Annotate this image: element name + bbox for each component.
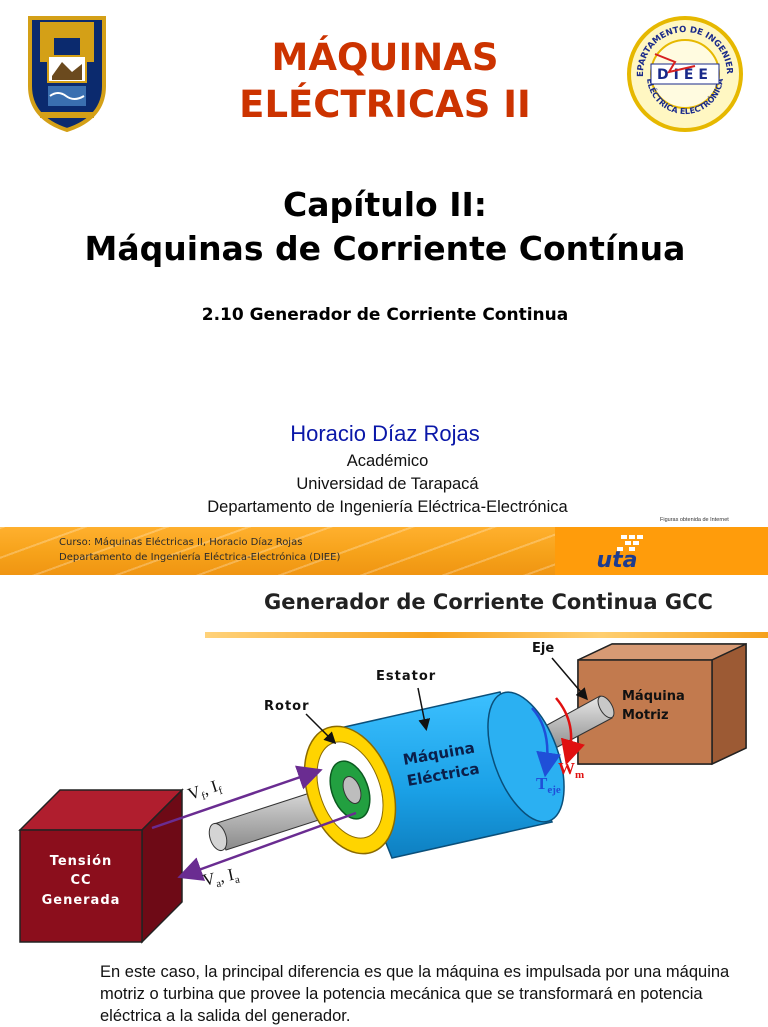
eje-label: Eje: [532, 641, 554, 656]
uta-logo: uta: [596, 535, 643, 571]
chapter-line1: Capítulo II:: [283, 185, 487, 224]
uta-logo-text: uta: [596, 548, 637, 571]
rotor-label: Rotor: [264, 699, 310, 714]
image-credit: Figuras obtenida de Internet: [660, 517, 729, 523]
course-title-line2: ELÉCTRICAS II: [239, 83, 531, 126]
wm-rotation-arrow: [555, 697, 585, 766]
estator-label: Estator: [376, 669, 436, 684]
footer-decoration: [0, 527, 555, 575]
explanation-paragraph: En este caso, la principal diferencia es…: [100, 963, 730, 1025]
slide2-title: Generador de Corriente Continua GCC: [264, 590, 713, 614]
maquina-motriz-box: [577, 642, 747, 766]
course-title-line1: MÁQUINAS: [271, 36, 499, 79]
vf-if-label: Vf, If: [185, 775, 224, 806]
rotor-pointer: [305, 713, 337, 745]
diee-department-logo: DEPARTAMENTO DE INGENIERÍA ELÉCTRICA ELE…: [625, 14, 743, 132]
author-name: Horacio Díaz Rojas: [290, 421, 480, 446]
gcc-diagram: Eje Estator Rotor Máquina Motriz Máquina…: [18, 641, 747, 944]
university-crest-logo: [28, 16, 106, 132]
va-ia-arrow: [177, 811, 357, 881]
footer-department-line: Departamento de Ingeniería Eléctrica-Ele…: [59, 552, 341, 563]
teje-label: Teje: [536, 774, 561, 796]
tension-label-1: Tensión: [50, 854, 113, 869]
author-role: Académico: [346, 452, 429, 470]
maquina-motriz-label-2: Motriz: [622, 708, 669, 723]
eje-pointer: [551, 657, 588, 701]
footer-course-line: Curso: Máquinas Eléctricas II, Horacio D…: [59, 537, 303, 548]
tension-cc-box: [18, 788, 184, 944]
section-heading: 2.10 Generador de Corriente Continua: [201, 305, 569, 325]
va-ia-label: Va, Ia: [201, 864, 241, 893]
author-university: Universidad de Tarapacá: [296, 475, 479, 493]
wm-label: Wm: [558, 759, 584, 781]
slide-footer: uta Curso: Máquinas Eléctricas II, Horac…: [0, 527, 768, 575]
maquina-motriz-label-1: Máquina: [622, 689, 685, 704]
course-title: MÁQUINAS ELÉCTRICAS II: [150, 34, 620, 128]
estator-pointer: [417, 687, 431, 731]
diee-center-text: DIEE: [657, 67, 713, 83]
tension-label-2: CC: [70, 873, 91, 888]
slide2-title-bar: [205, 632, 768, 638]
chapter-heading: Capítulo II: Máquinas de Corriente Contí…: [40, 183, 730, 271]
teje-rotation-arrow: [531, 707, 561, 778]
maquina-electrica-cylinder: [303, 691, 565, 859]
chapter-line2: Máquinas de Corriente Contínua: [84, 229, 686, 268]
tension-label-3: Generada: [42, 893, 121, 908]
vf-if-arrow: [151, 765, 323, 830]
footer-logo-panel: uta: [555, 527, 768, 575]
author-department: Departamento de Ingeniería Eléctrica-Ele…: [207, 498, 568, 516]
